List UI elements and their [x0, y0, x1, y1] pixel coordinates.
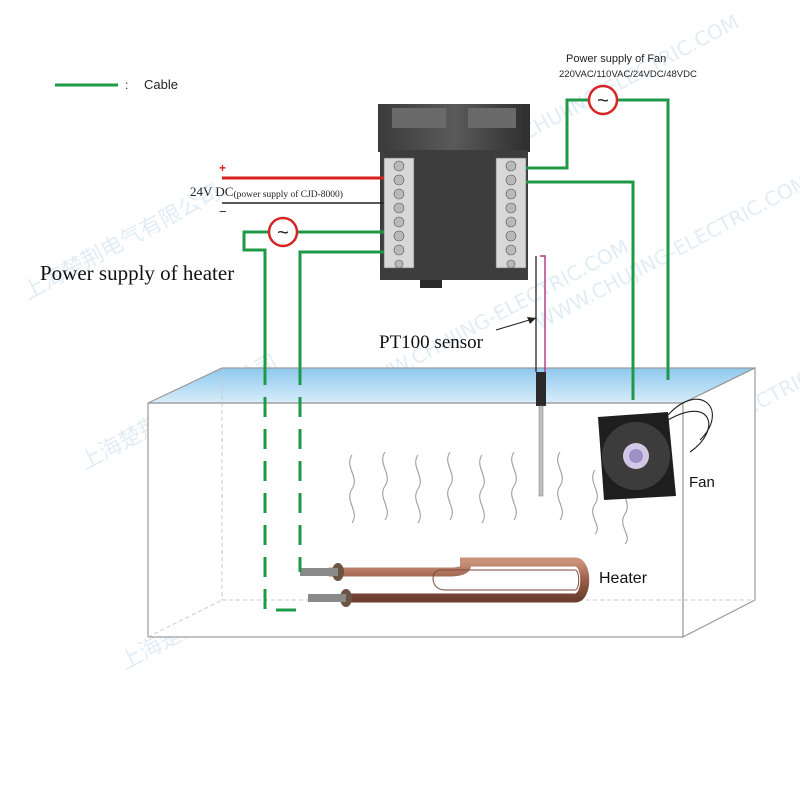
dc-supply-label: 24V DC(power supply of CJD-8000)	[190, 184, 343, 200]
svg-text:~: ~	[597, 90, 609, 112]
svg-text:WWW.CHUJING-ELECTRIC.COM: WWW.CHUJING-ELECTRIC.COM	[531, 169, 800, 334]
dc-leads	[222, 176, 386, 204]
fan-supply-title: Power supply of Fan	[566, 53, 666, 65]
fan-label: Fan	[689, 474, 715, 491]
heater-supply-symbol: ~	[267, 216, 299, 248]
heater-element	[300, 557, 590, 607]
water-surface	[148, 368, 755, 403]
pt100-probe	[535, 255, 546, 497]
heat-waves	[349, 451, 628, 545]
heater-supply-label: Power supply of heater	[40, 261, 234, 285]
svg-text:~: ~	[277, 222, 289, 244]
fan	[598, 398, 713, 500]
pt100-label: PT100 sensor	[379, 332, 484, 353]
tank-side	[682, 367, 756, 638]
fan-supply-voltages: 220VAC/110VAC/24VDC/48VDC	[559, 69, 697, 80]
terminal-blocks	[383, 157, 527, 269]
legend: : Cable	[55, 77, 178, 92]
cables	[242, 98, 670, 612]
heater-label: Heater	[599, 570, 648, 587]
fan-supply-symbol: ~	[587, 84, 619, 116]
dc-minus-sign: −	[219, 204, 227, 219]
dc-plus-sign: +	[219, 161, 226, 175]
legend-label: Cable	[144, 77, 178, 92]
legend-marker: :	[125, 78, 128, 92]
